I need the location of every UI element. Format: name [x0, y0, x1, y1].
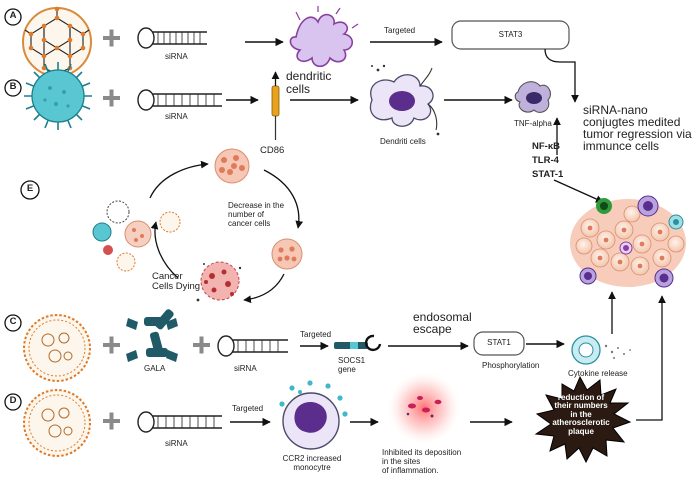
cancer-dying-label: Cancer Cells Dying	[152, 271, 201, 293]
row-c-badge	[4, 314, 22, 332]
plus-icon	[193, 336, 210, 354]
sirna-label: siRNA	[165, 112, 188, 121]
nanoparticle-icon	[24, 62, 92, 130]
arrow	[150, 221, 179, 279]
gala-peptide-icon	[126, 309, 178, 362]
inflammation-site-icon	[388, 372, 460, 444]
tnf-alpha-label: TNF-alpha	[514, 119, 552, 128]
arrow	[636, 295, 666, 421]
arrow	[553, 179, 604, 203]
plus-icon	[103, 29, 120, 47]
targeted-label: Targeted	[300, 330, 332, 339]
arrow	[544, 48, 579, 103]
plaque-reduction-label: reduction of their numbers in the athero…	[552, 393, 610, 436]
arrow	[149, 160, 209, 199]
row-d-badge	[4, 393, 22, 411]
sirna-label: siRNA	[234, 364, 257, 373]
row-b-label: B	[9, 81, 17, 92]
row-e-label: E	[26, 183, 34, 194]
sirna-hairpin-icon	[137, 27, 207, 49]
sirna-hairpin-icon	[217, 335, 288, 357]
dendritic-cell-icon	[289, 6, 359, 68]
monocyte-icon	[279, 380, 348, 450]
row-e-badge	[20, 180, 40, 200]
marker-stat1: STAT-1	[532, 169, 564, 180]
stat1-label: STAT1	[487, 338, 511, 347]
tnf-cell-icon	[514, 81, 551, 113]
liposome-icon	[23, 314, 91, 382]
liposome-icon	[23, 389, 91, 457]
targeted-label: Targeted	[232, 404, 264, 413]
plus-icon	[103, 89, 120, 107]
nanoparticle-mix-icon	[92, 200, 181, 272]
arrow	[263, 169, 304, 229]
marker-tlr4: TLR-4	[532, 155, 559, 166]
dendritic-cells-label: dendritic cells	[286, 69, 332, 97]
cancer-cell-cluster-icon	[214, 148, 250, 184]
plus-icon	[103, 336, 120, 354]
cancer-cell-cluster-small-icon	[271, 238, 303, 270]
dying-cancer-cells-icon	[196, 261, 242, 302]
row-a-badge	[4, 8, 22, 26]
arrow	[243, 273, 285, 304]
stat3-label: STAT3	[498, 30, 523, 39]
dendriti-cells-label: Dendriti cells	[380, 137, 426, 146]
sirna-label: siRNA	[165, 439, 188, 448]
conclusion-label: siRNA-nano conjugtes medited tumor regre…	[583, 103, 692, 153]
inhibited-label: Inhibited its deposition in the sites of…	[382, 448, 462, 475]
stat1-box	[473, 331, 525, 356]
marker-nfkb: NF-κB	[532, 141, 560, 152]
cd86-label: CD86	[260, 145, 285, 156]
plus-icon	[103, 412, 120, 430]
row-b-badge	[4, 79, 22, 97]
decrease-label: Decrease in the number of cancer cells	[228, 201, 285, 228]
gala-label: GALA	[144, 364, 166, 373]
cytokine-release-label: Cytokine release	[568, 369, 628, 378]
dendritic-cell-nucleus-icon	[369, 64, 440, 136]
phosphorylation-label: Phosphorylation	[482, 361, 540, 370]
sirna-hairpin-icon	[137, 411, 222, 433]
fullerene-icon	[22, 6, 92, 77]
row-d-label: D	[9, 395, 17, 406]
row-c-label: C	[9, 316, 17, 327]
ccr2-label: CCR2 increased monocytre	[282, 454, 342, 472]
targeted-label: Targeted	[384, 26, 416, 35]
cd86-receptor-icon	[271, 71, 280, 140]
cytokine-cell-icon	[571, 335, 631, 365]
plaque-burst-shape	[534, 375, 632, 464]
sirna-hairpin-icon	[137, 89, 222, 111]
stat3-box	[451, 20, 570, 50]
row-a-label: A	[9, 10, 17, 21]
endosomal-escape-label: endosomal escape	[413, 310, 472, 336]
tumor-immune-cluster-icon	[570, 195, 686, 288]
sirna-label: siRNA	[165, 52, 188, 61]
socs1-gene-icon	[334, 334, 382, 352]
socs1-label: SOCS1 gene	[338, 356, 366, 374]
